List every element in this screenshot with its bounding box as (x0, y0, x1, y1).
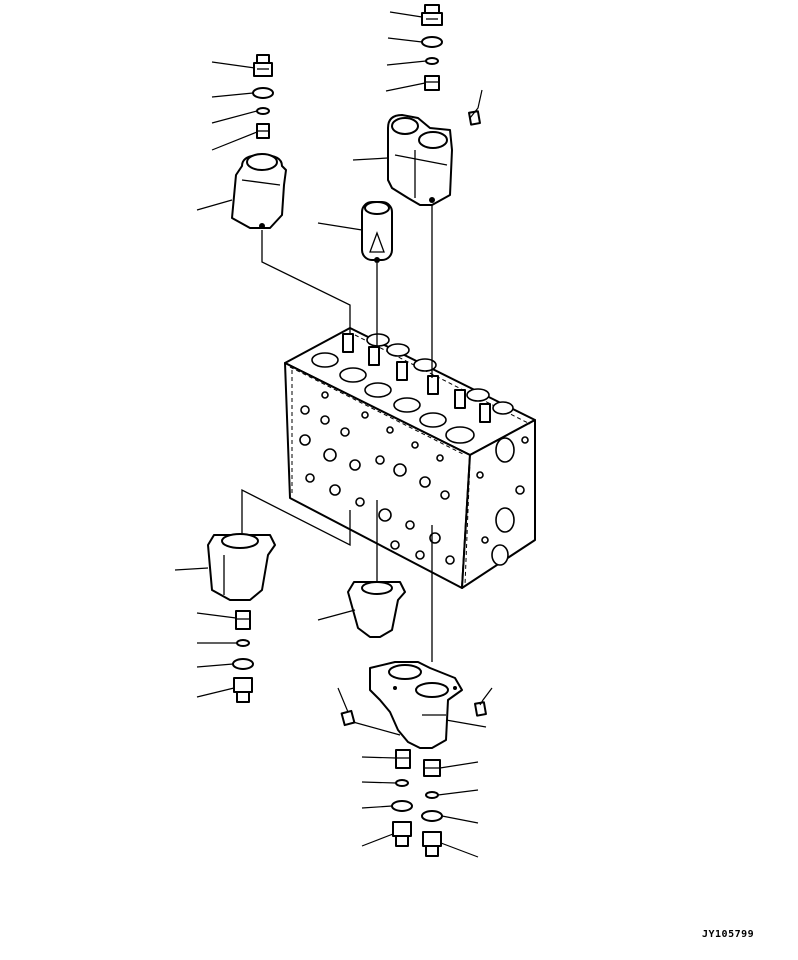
plug-fitting-bottom-right (422, 831, 442, 857)
front-face-holes (299, 391, 455, 565)
leader-lines (174, 11, 493, 858)
adapter-fitting-lower-left (235, 610, 251, 630)
drawing-reference-code: JY105799 (702, 929, 755, 940)
o-ring-top-1 (421, 36, 443, 48)
o-ring-bottom-left (391, 800, 413, 812)
spool-cap-center (361, 201, 393, 263)
plug-fitting-top-center (421, 4, 443, 26)
washer-left-1 (256, 107, 270, 115)
plug-fitting-lower-left (233, 677, 253, 703)
o-ring-bottom-right (421, 810, 443, 822)
valve-housing-left (231, 153, 287, 229)
washer-top-1 (425, 57, 439, 65)
assembly-axis-lines (241, 205, 433, 662)
plug-fitting-bottom-left (392, 821, 412, 847)
adapter-fitting-bottom-left (395, 749, 411, 769)
washer-bottom-right (425, 791, 439, 799)
pressure-valve-housing-lower (369, 661, 463, 749)
bolt-lower-right (474, 701, 487, 717)
o-ring-left-1 (252, 87, 274, 99)
valve-housing-lower-center (347, 581, 406, 638)
washer-lower-left (236, 639, 250, 647)
washer-bottom-left (395, 779, 409, 787)
plug-fitting-top-left (253, 54, 273, 77)
pressure-valve-housing-right (387, 114, 453, 206)
valve-housing-lower-left (207, 533, 276, 601)
side-face-ports (476, 436, 529, 566)
o-ring-lower-left (232, 658, 254, 670)
adapter-fitting-bottom-right (423, 759, 441, 777)
main-valve-block (284, 327, 536, 589)
bolt-top-right (468, 110, 481, 126)
bolt-lower-left (340, 709, 356, 727)
adapter-fitting-left (256, 123, 270, 139)
adapter-fitting-top (424, 75, 440, 91)
